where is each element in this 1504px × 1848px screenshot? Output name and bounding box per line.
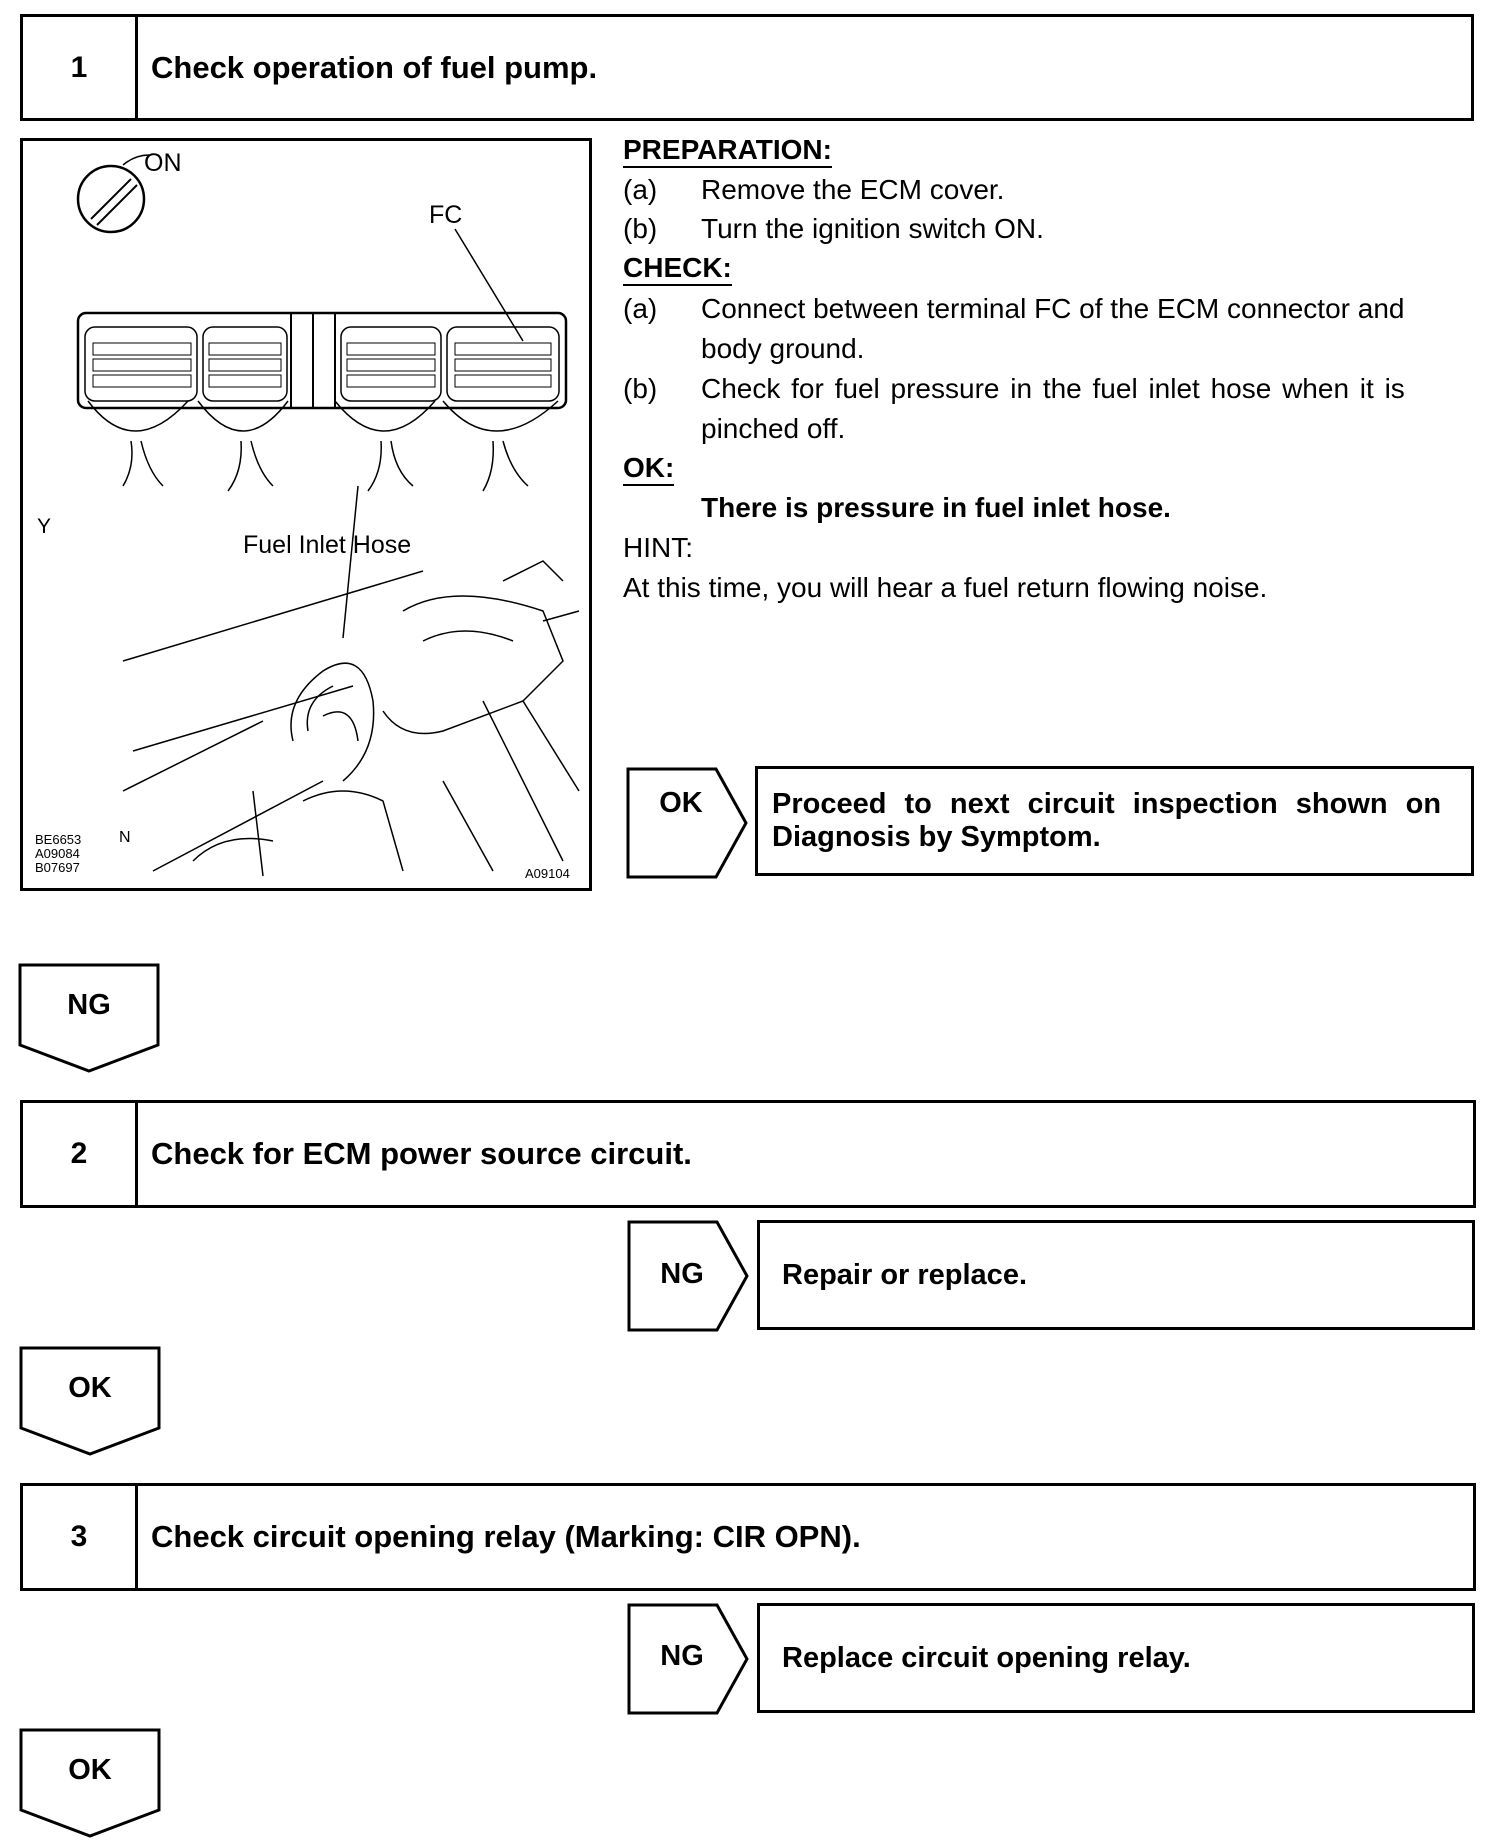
check-b-marker: (b) (623, 373, 658, 404)
step-3-header: 3 Check circuit opening relay (Marking: … (20, 1483, 1476, 1591)
fig-label-n: N (119, 829, 131, 846)
ok-heading: OK: (623, 452, 675, 486)
ok-result-line2: Diagnosis by Symptom. (772, 821, 1101, 853)
fig-code-2: A09084 (35, 846, 80, 861)
fig-code-1: BE6653 (35, 832, 82, 847)
step-number: 3 (23, 1486, 138, 1588)
check-a-line1: Connect between terminal FC of the ECM c… (701, 293, 1405, 324)
step-title: Check operation of fuel pump. (151, 49, 598, 85)
hint-text: At this time, you will hear a fuel retur… (623, 572, 1268, 603)
hint-heading: HINT: (623, 532, 693, 563)
step2-ng-result: Repair or replace. (757, 1220, 1475, 1330)
ok-down-arrow-shape-3 (19, 1728, 161, 1838)
check-a-marker: (a) (623, 293, 658, 324)
ok-result-line1: Proceed to next circuit inspection shown… (772, 788, 1442, 820)
check-b-line2: pinched off. (701, 413, 846, 444)
check-a-line2: body ground. (701, 333, 865, 364)
step3-ng-result: Replace circuit opening relay. (757, 1603, 1475, 1713)
prep-a-text: Remove the ECM cover. (701, 174, 1005, 205)
fig-label-fuel-inlet-hose: Fuel Inlet Hose (243, 531, 412, 559)
step-title: Check for ECM power source circuit. (151, 1136, 692, 1171)
ok-down-arrow-shape-2 (19, 1346, 161, 1456)
step3-ng-arrow-shape (627, 1603, 749, 1715)
ng-down-arrow-shape (18, 963, 160, 1073)
step2-ng-arrow-shape (627, 1220, 749, 1332)
ecm-illustration (76, 154, 580, 877)
step-2-header: 2 Check for ECM power source circuit. (20, 1100, 1476, 1208)
step2-ng-label: NG (660, 1258, 704, 1290)
ok-arrow-shape (626, 767, 748, 879)
fig-label-fc: FC (429, 201, 463, 229)
preparation-heading: PREPARATION: (623, 134, 832, 168)
fig-label-on: ON (144, 149, 182, 177)
fig-code-3: B07697 (35, 860, 80, 875)
ok-down-label-2: OK (68, 1372, 112, 1404)
prep-a-marker: (a) (623, 174, 658, 205)
fig-code-right: A09104 (525, 866, 570, 881)
prep-b-marker: (b) (623, 213, 658, 244)
ecm-connector-figure: ON FC Y Fuel Inlet Hose N BE6653 A09084 … (20, 138, 592, 891)
ng-down-label: NG (67, 989, 111, 1021)
ok-criteria: There is pressure in fuel inlet hose. (701, 492, 1171, 523)
check-b-line1: Check for fuel pressure in the fuel inle… (701, 373, 1405, 404)
step-title: Check circuit opening relay (Marking: CI… (151, 1519, 861, 1554)
ok-arrow-label: OK (659, 787, 703, 819)
step3-ng-label: NG (660, 1640, 704, 1672)
check-heading: CHECK: (623, 252, 732, 286)
step-1-header: 1 Check operation of fuel pump. (20, 14, 1474, 121)
ok-down-label-3: OK (68, 1754, 112, 1786)
fig-label-y: Y (37, 515, 52, 538)
ok-result-box: Proceed to next circuit inspection shown… (755, 766, 1474, 876)
step-number: 2 (23, 1103, 138, 1205)
prep-b-text: Turn the ignition switch ON. (701, 213, 1044, 244)
step-number: 1 (23, 17, 138, 118)
